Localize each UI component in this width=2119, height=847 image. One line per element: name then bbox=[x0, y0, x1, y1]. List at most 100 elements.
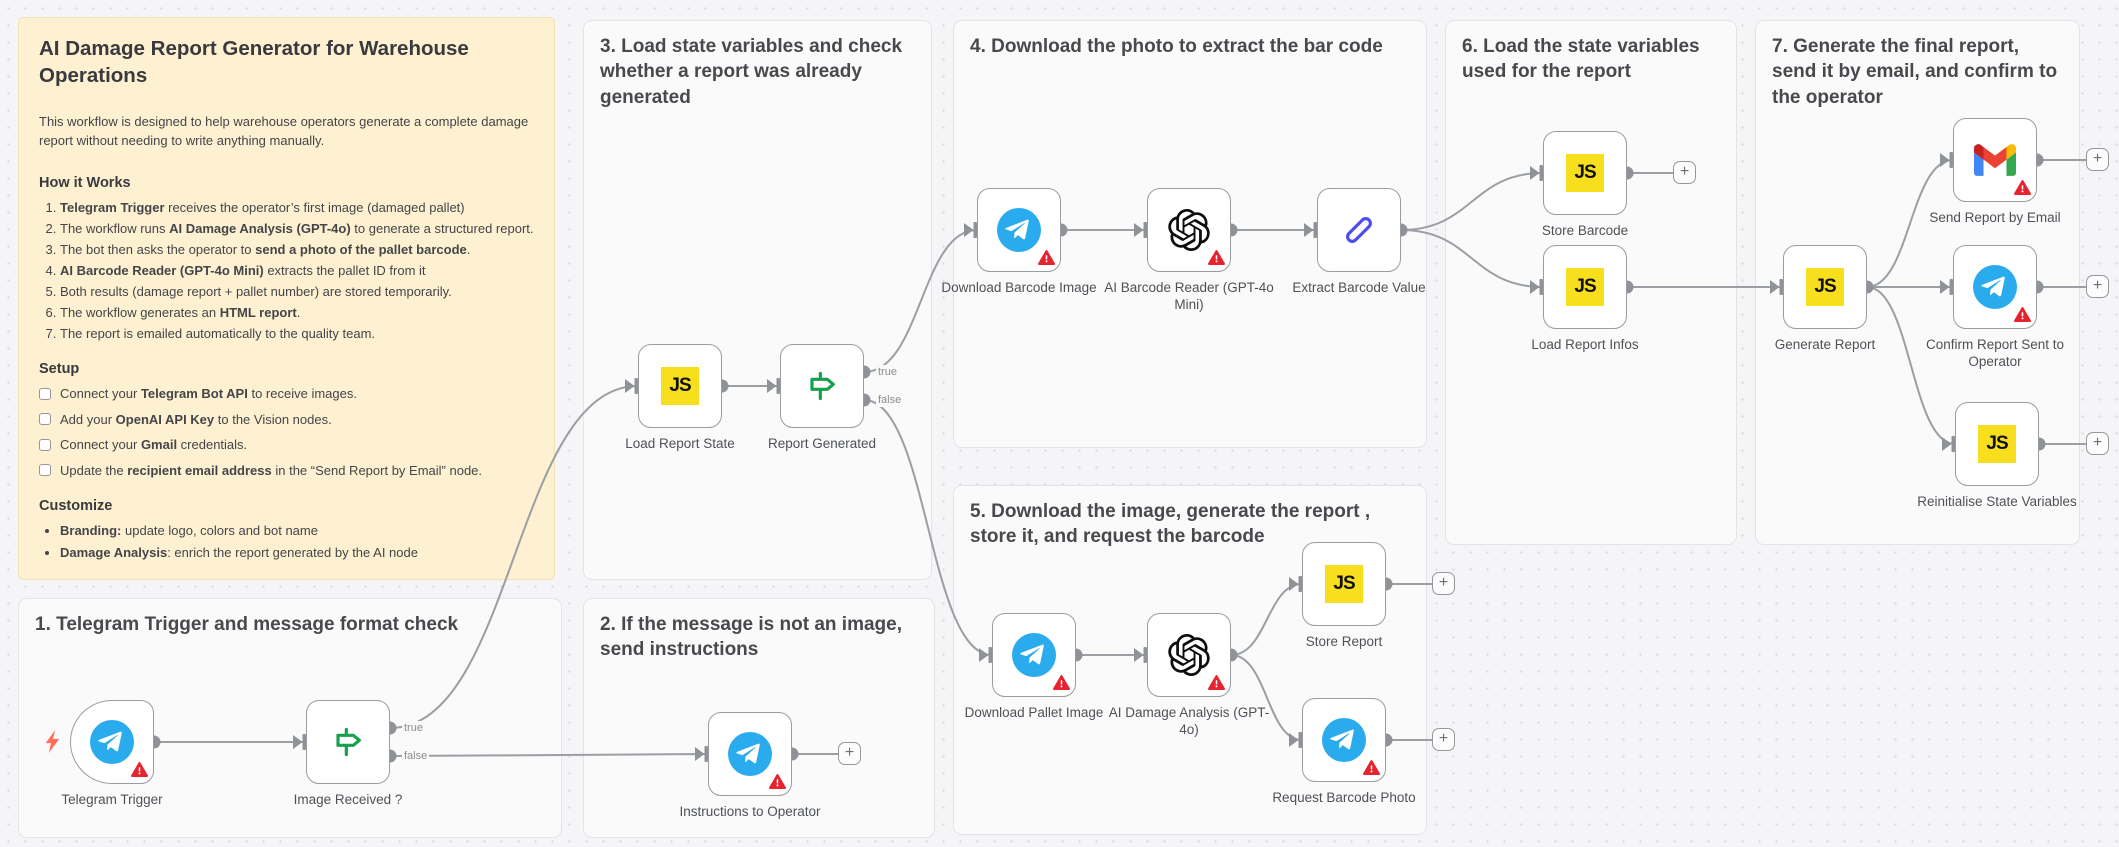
node-label: Store Barcode bbox=[1541, 223, 1629, 238]
setup-item: Connect your Gmail credentials. bbox=[39, 435, 534, 455]
warning-icon bbox=[2014, 306, 2031, 323]
section-title: 3. Load state variables and check whethe… bbox=[600, 36, 903, 108]
telegram-icon bbox=[90, 720, 134, 764]
port-label-true: true bbox=[402, 721, 425, 735]
gmail-icon bbox=[1974, 144, 2016, 176]
add-node-button[interactable]: + bbox=[1432, 728, 1455, 751]
javascript-code-icon: JS bbox=[1325, 565, 1363, 603]
list-item: The bot then asks the operator to send a… bbox=[60, 240, 534, 260]
setup-item: Update the recipient email address in th… bbox=[39, 461, 534, 481]
sticky-intro: This workflow is designed to help wareho… bbox=[39, 114, 529, 148]
node-extract-barcode-value[interactable]: Extract Barcode Value bbox=[1292, 188, 1426, 295]
list-item: The report is emailed automatically to t… bbox=[60, 324, 534, 344]
node-label: Instructions to Operator bbox=[679, 804, 821, 819]
section-title: 5. Download the image, generate the repo… bbox=[970, 501, 1371, 548]
section-2-frame[interactable]: 2. If the message is not an image, send … bbox=[583, 598, 935, 838]
node-label: AI Damage Analysis (GPT-4o) bbox=[1108, 705, 1270, 738]
node-label: Reinitialise State Variables bbox=[1917, 494, 2077, 509]
list-item: AI Barcode Reader (GPT-4o Mini) extracts… bbox=[60, 261, 534, 281]
section-title: 1. Telegram Trigger and message format c… bbox=[35, 614, 459, 635]
node-image-received[interactable]: Image Received ? bbox=[294, 700, 402, 807]
section-title: 4. Download the photo to extract the bar… bbox=[970, 36, 1383, 57]
javascript-code-icon: JS bbox=[1978, 425, 2016, 463]
sticky-note[interactable]: AI Damage Report Generator for Warehouse… bbox=[18, 17, 555, 580]
section-3-frame[interactable]: 3. Load state variables and check whethe… bbox=[583, 20, 932, 580]
edit-pen-icon bbox=[1339, 210, 1379, 250]
warning-icon bbox=[1053, 674, 1070, 691]
add-node-button[interactable]: + bbox=[2086, 432, 2109, 455]
node-label: Extract Barcode Value bbox=[1292, 280, 1426, 295]
node-store-barcode[interactable]: JS Store Barcode bbox=[1542, 131, 1628, 238]
node-report-generated[interactable]: Report Generated bbox=[768, 344, 876, 451]
list-item: Damage Analysis: enrich the report gener… bbox=[60, 543, 534, 563]
setup-item: Connect your Telegram Bot API to receive… bbox=[39, 384, 534, 404]
warning-icon bbox=[769, 773, 786, 790]
node-ai-damage-analysis[interactable]: AI Damage Analysis (GPT-4o) bbox=[1109, 613, 1269, 737]
javascript-code-icon: JS bbox=[1806, 268, 1844, 306]
node-store-report[interactable]: JS Store Report bbox=[1302, 542, 1386, 649]
node-instructions-to-operator[interactable]: Instructions to Operator bbox=[679, 712, 821, 819]
checkbox bbox=[39, 438, 51, 451]
javascript-code-icon: JS bbox=[1566, 154, 1604, 192]
checkbox bbox=[39, 387, 51, 400]
openai-icon bbox=[1168, 634, 1210, 676]
node-request-barcode-photo[interactable]: Request Barcode Photo bbox=[1272, 698, 1416, 805]
add-node-button[interactable]: + bbox=[1673, 161, 1696, 184]
node-label: Request Barcode Photo bbox=[1272, 790, 1416, 805]
telegram-icon bbox=[997, 208, 1041, 252]
how-it-works-heading: How it Works bbox=[39, 174, 131, 191]
warning-icon bbox=[2014, 179, 2031, 196]
node-label: AI Barcode Reader (GPT-4o Mini) bbox=[1104, 280, 1274, 313]
node-label: Report Generated bbox=[767, 436, 877, 451]
customize-heading: Customize bbox=[39, 498, 113, 515]
if-filter-icon bbox=[328, 722, 368, 762]
node-label: Store Report bbox=[1305, 634, 1383, 649]
node-label: Generate Report bbox=[1774, 337, 1876, 352]
port-label-false: false bbox=[402, 749, 430, 763]
node-load-report-infos[interactable]: JS Load Report Infos bbox=[1531, 245, 1639, 352]
how-it-works-list: Telegram Trigger receives the operator’s… bbox=[39, 198, 534, 344]
node-telegram-trigger[interactable]: Telegram Trigger bbox=[61, 700, 163, 807]
checkbox bbox=[39, 464, 51, 477]
add-node-button[interactable]: + bbox=[2086, 148, 2109, 171]
port-label-true: true bbox=[876, 365, 899, 379]
node-confirm-report-sent[interactable]: Confirm Report Sent to Operator bbox=[1926, 245, 2064, 369]
customize-list: Branding: update logo, colors and bot na… bbox=[39, 521, 534, 562]
node-label: Download Barcode Image bbox=[941, 280, 1097, 295]
list-item: Both results (damage report + pallet num… bbox=[60, 282, 534, 302]
javascript-code-icon: JS bbox=[1566, 268, 1604, 306]
node-label: Send Report by Email bbox=[1929, 210, 2061, 225]
telegram-icon bbox=[1322, 718, 1366, 762]
list-item: The workflow runs AI Damage Analysis (GP… bbox=[60, 219, 534, 239]
node-ai-barcode-reader[interactable]: AI Barcode Reader (GPT-4o Mini) bbox=[1104, 188, 1274, 312]
telegram-icon bbox=[1973, 265, 2017, 309]
setup-heading: Setup bbox=[39, 361, 80, 378]
javascript-code-icon: JS bbox=[661, 367, 699, 405]
node-download-barcode-image[interactable]: Download Barcode Image bbox=[941, 188, 1097, 295]
section-title: 7. Generate the final report, send it by… bbox=[1772, 36, 2058, 108]
node-label: Confirm Report Sent to Operator bbox=[1925, 337, 2065, 370]
add-node-button[interactable]: + bbox=[838, 742, 861, 765]
add-node-button[interactable]: + bbox=[2086, 275, 2109, 298]
node-load-report-state[interactable]: JS Load Report State bbox=[625, 344, 735, 451]
node-send-report-by-email[interactable]: Send Report by Email bbox=[1929, 118, 2061, 225]
warning-icon bbox=[1208, 249, 1225, 266]
setup-item: Add your OpenAI API Key to the Vision no… bbox=[39, 410, 534, 430]
list-item: Branding: update logo, colors and bot na… bbox=[60, 521, 534, 541]
warning-icon bbox=[1208, 674, 1225, 691]
node-generate-report[interactable]: JS Generate Report bbox=[1775, 245, 1875, 352]
node-label: Download Pallet Image bbox=[964, 705, 1104, 720]
add-node-button[interactable]: + bbox=[1432, 572, 1455, 595]
node-download-pallet-image[interactable]: Download Pallet Image bbox=[965, 613, 1103, 720]
node-label: Telegram Trigger bbox=[61, 792, 163, 807]
node-label: Load Report Infos bbox=[1531, 337, 1639, 352]
warning-icon bbox=[131, 761, 148, 778]
node-reinitialise-state-variables[interactable]: JS Reinitialise State Variables bbox=[1917, 402, 2077, 509]
telegram-icon bbox=[728, 732, 772, 776]
checkbox bbox=[39, 413, 51, 426]
warning-icon bbox=[1363, 759, 1380, 776]
list-item: The workflow generates an HTML report. bbox=[60, 303, 534, 323]
trigger-bolt-icon bbox=[44, 730, 61, 758]
openai-icon bbox=[1168, 209, 1210, 251]
